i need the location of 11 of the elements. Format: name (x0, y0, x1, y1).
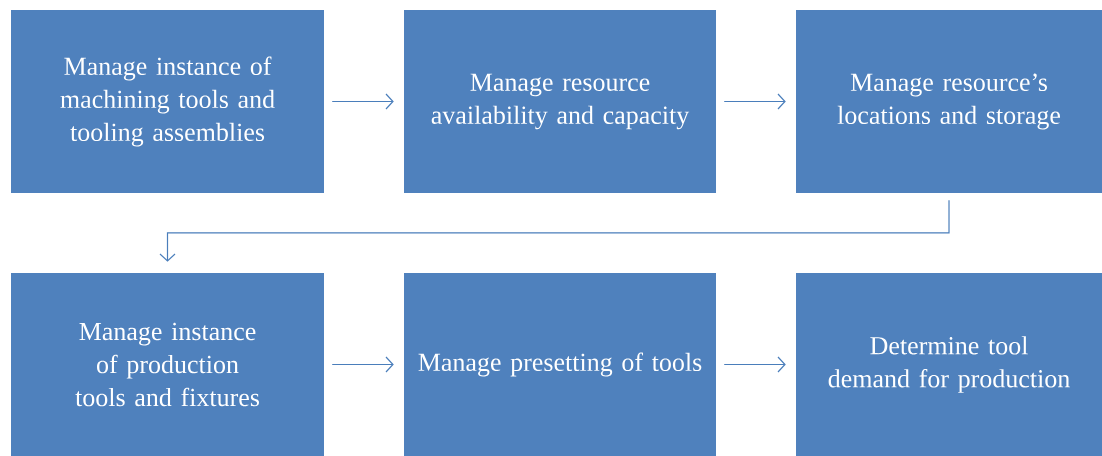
process-box: Manage instance of production tools and fixtures (11, 273, 324, 456)
process-box: Manage instance of machining tools and tooling assemblies (11, 10, 324, 193)
process-box: Manage resource availability and capacity (404, 10, 716, 193)
arrow (723, 93, 786, 110)
arrow (723, 356, 786, 373)
arrow (331, 93, 394, 110)
arrow (331, 356, 394, 373)
process-box: Determine tool demand for production (796, 273, 1102, 456)
process-box: Manage presetting of tools (404, 273, 716, 456)
arrow (159, 199, 950, 262)
process-box: Manage resource’s locations and storage (796, 10, 1102, 193)
